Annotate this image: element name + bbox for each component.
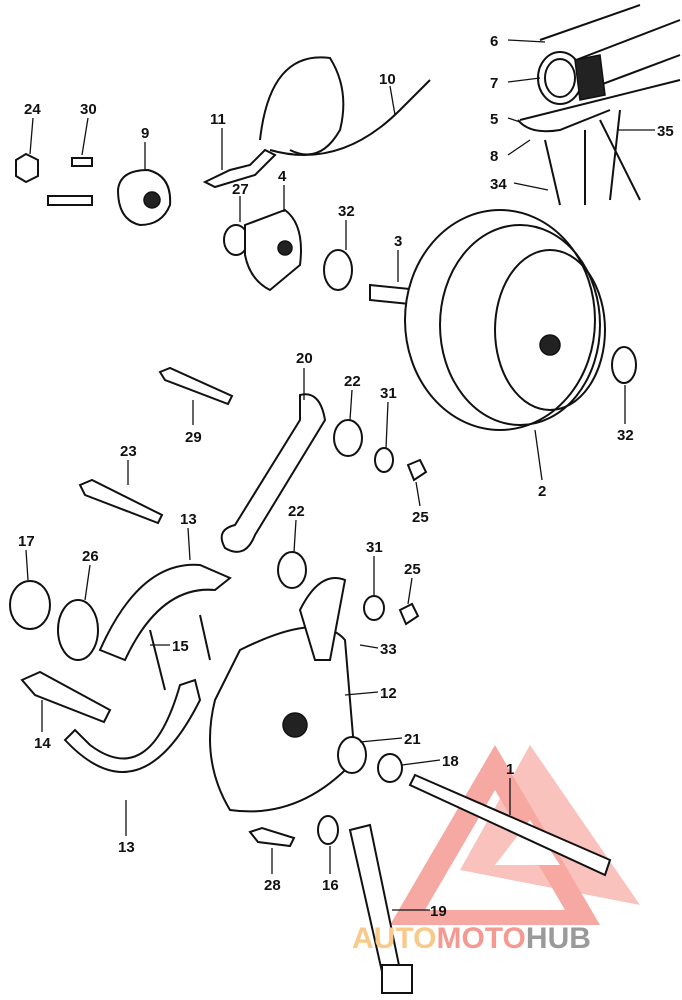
axle-arm-bolts xyxy=(248,773,612,994)
part-label: 30 xyxy=(80,101,97,118)
part-label: 10 xyxy=(379,71,396,88)
part-label: 21 xyxy=(404,731,421,748)
part-label: 1 xyxy=(506,761,514,778)
part-label: 34 xyxy=(490,176,507,193)
part-label: 25 xyxy=(404,561,421,578)
part-label: 5 xyxy=(490,111,498,128)
part-label: 6 xyxy=(490,33,498,50)
part-label: 31 xyxy=(366,539,383,556)
wheel-hub xyxy=(404,209,637,431)
part-label: 12 xyxy=(380,685,397,702)
part-label: 33 xyxy=(380,641,397,658)
part-label: 11 xyxy=(210,111,226,128)
part-label: 22 xyxy=(288,503,305,520)
part-label: 29 xyxy=(185,429,202,446)
part-label: 31 xyxy=(380,385,397,402)
part-label: 22 xyxy=(344,373,361,390)
brake-cable xyxy=(202,56,431,189)
part-label: 7 xyxy=(490,75,498,92)
part-label: 24 xyxy=(24,101,41,118)
small-parts-top-left xyxy=(15,152,421,307)
part-label: 2 xyxy=(538,483,546,500)
part-label: 14 xyxy=(34,735,51,752)
part-label: 17 xyxy=(18,533,35,550)
part-label: 26 xyxy=(82,548,99,565)
part-label: 35 xyxy=(657,123,674,140)
watermark-logo xyxy=(390,745,640,925)
part-label: 13 xyxy=(118,839,135,856)
part-label: 19 xyxy=(430,903,447,920)
part-label: 27 xyxy=(232,181,249,198)
part-label: 15 xyxy=(172,638,189,655)
rim-section xyxy=(517,4,681,206)
leader-lines xyxy=(25,39,655,911)
part-label: 16 xyxy=(322,877,339,894)
part-labels: 6 7 5 8 34 35 10 11 27 4 32 3 24 30 9 20… xyxy=(18,33,674,920)
part-label: 20 xyxy=(296,350,313,367)
brake-shoes-panel xyxy=(9,563,403,813)
part-label: 13 xyxy=(180,511,197,528)
part-label: 32 xyxy=(617,427,634,444)
watermark-text: AUTOMOTOHUB xyxy=(352,922,591,955)
part-label: 25 xyxy=(412,509,429,526)
part-label: 9 xyxy=(141,125,149,142)
part-label: 4 xyxy=(278,168,287,185)
part-label: 8 xyxy=(490,148,498,165)
part-label: 23 xyxy=(120,443,137,460)
part-label: 32 xyxy=(338,203,355,220)
part-label: 28 xyxy=(264,877,281,894)
part-label: 3 xyxy=(394,233,402,250)
part-label: 18 xyxy=(442,753,459,770)
